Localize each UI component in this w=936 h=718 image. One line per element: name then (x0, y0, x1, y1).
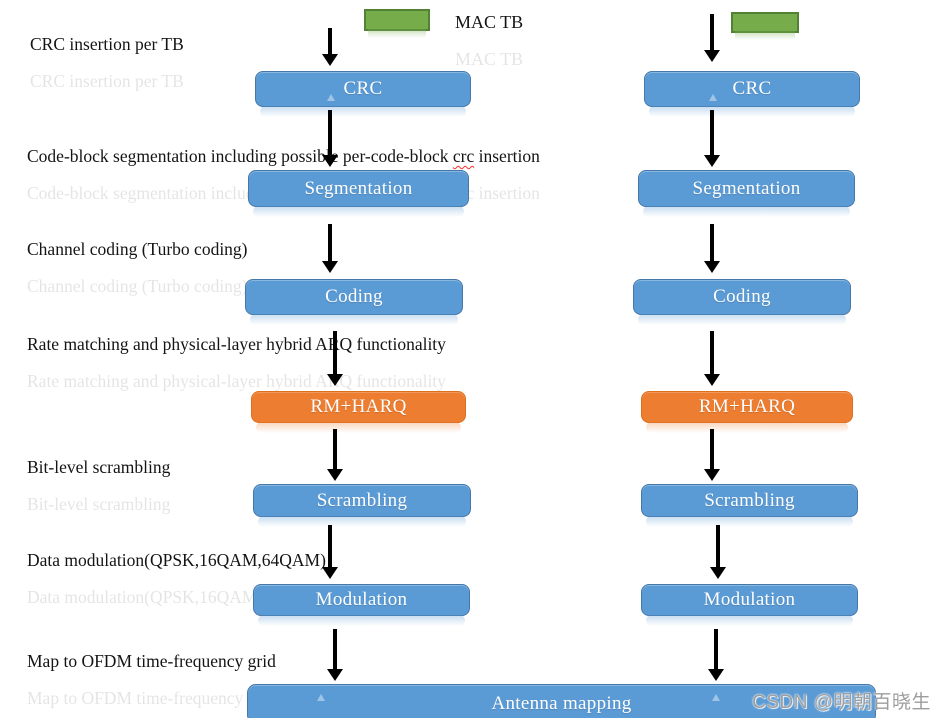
label-crc-insertion: CRC insertion per TB (30, 34, 184, 54)
arrow-down-icon (327, 429, 343, 481)
box-label: Coding (325, 286, 383, 307)
arrow-down-icon (704, 224, 720, 273)
arrow-down-icon (322, 525, 338, 579)
label-channel-coding: Channel coding (Turbo coding) (27, 239, 248, 259)
box-label: CRC (343, 78, 383, 99)
arrow-down-icon (710, 525, 726, 579)
ghost-label-crc: CRC insertion per TB (30, 71, 184, 91)
ghost-label-rm: Rate matching and physical-layer hybrid … (27, 371, 446, 391)
arrow-down-icon (704, 429, 720, 481)
ghost-label-coding: Channel coding (Turbo coding) (27, 276, 248, 296)
arrow-down-icon (704, 110, 720, 167)
box-coding-left: Coding (245, 279, 463, 325)
arrow-down-icon (327, 629, 343, 681)
label-rate-matching: Rate matching and physical-layer hybrid … (27, 334, 446, 354)
box-label: Modulation (315, 589, 408, 610)
box-coding-right: Coding (633, 279, 851, 325)
arrow-down-icon (704, 331, 720, 386)
arrow-down-icon (322, 28, 338, 66)
ghost-label-mac-tb: MAC TB (455, 49, 524, 69)
box-crc-left: CRC (255, 71, 471, 117)
mac-tb-label: MAC TB (455, 12, 524, 32)
ghost-label-map: Map to OFDM time-frequency grid (27, 688, 276, 708)
label-bit-level-scrambling: Bit-level scrambling (27, 457, 171, 477)
csdn-watermark: CSDN @明朝百晓生 (752, 692, 931, 713)
label-code-block-segmentation: Code-block segmentation including possib… (27, 146, 540, 167)
connector-anchor-icon (317, 694, 325, 701)
box-segmentation-left: Segmentation (248, 170, 469, 217)
box-label: RM+HARQ (698, 396, 796, 417)
connector-anchor-icon (712, 694, 720, 701)
box-label: Segmentation (692, 177, 801, 199)
label-map-ofdm-grid: Map to OFDM time-frequency grid (27, 651, 276, 671)
box-label: Segmentation (304, 177, 413, 199)
mac-tb-block-left (364, 9, 430, 38)
box-rm-harq-right: RM+HARQ (641, 391, 853, 433)
box-crc-right: CRC (644, 71, 860, 117)
box-label: Scrambling (316, 489, 408, 511)
label-data-modulation: Data modulation(QPSK,16QAM,64QAM) (27, 550, 326, 570)
box-segmentation-right: Segmentation (638, 170, 855, 217)
arrow-down-icon (708, 629, 724, 681)
box-rm-harq-left: RM+HARQ (251, 391, 466, 433)
ghost-label-scrambling: Bit-level scrambling (27, 494, 171, 514)
box-label: CRC (732, 78, 772, 99)
box-scrambling-right: Scrambling (641, 484, 858, 527)
box-label: Scrambling (704, 489, 795, 511)
arrow-down-icon (322, 110, 338, 167)
ghost-label-modulation: Data modulation(QPSK,16QAM,64QAM) (27, 587, 326, 607)
box-scrambling-left: Scrambling (253, 484, 471, 527)
mac-tb-block-right (731, 12, 799, 40)
arrow-down-icon (322, 224, 338, 273)
box-label: Antenna mapping (491, 693, 632, 714)
box-label: Coding (713, 286, 771, 307)
label-seg-part1: Code-block segmentation including possib… (27, 146, 453, 166)
box-label: Modulation (703, 589, 796, 610)
arrow-down-icon (327, 331, 343, 386)
connector-anchor-icon (327, 94, 335, 101)
label-seg-misspelled-crc: crc (452, 146, 475, 166)
box-label: RM+HARQ (310, 396, 407, 417)
box-antenna-mapping: Antenna mapping (247, 684, 876, 718)
arrow-down-icon (704, 14, 720, 62)
connector-anchor-icon (709, 94, 717, 101)
box-modulation-left: Modulation (253, 584, 470, 626)
label-seg-part2: insertion (474, 146, 540, 166)
box-modulation-right: Modulation (641, 584, 858, 626)
